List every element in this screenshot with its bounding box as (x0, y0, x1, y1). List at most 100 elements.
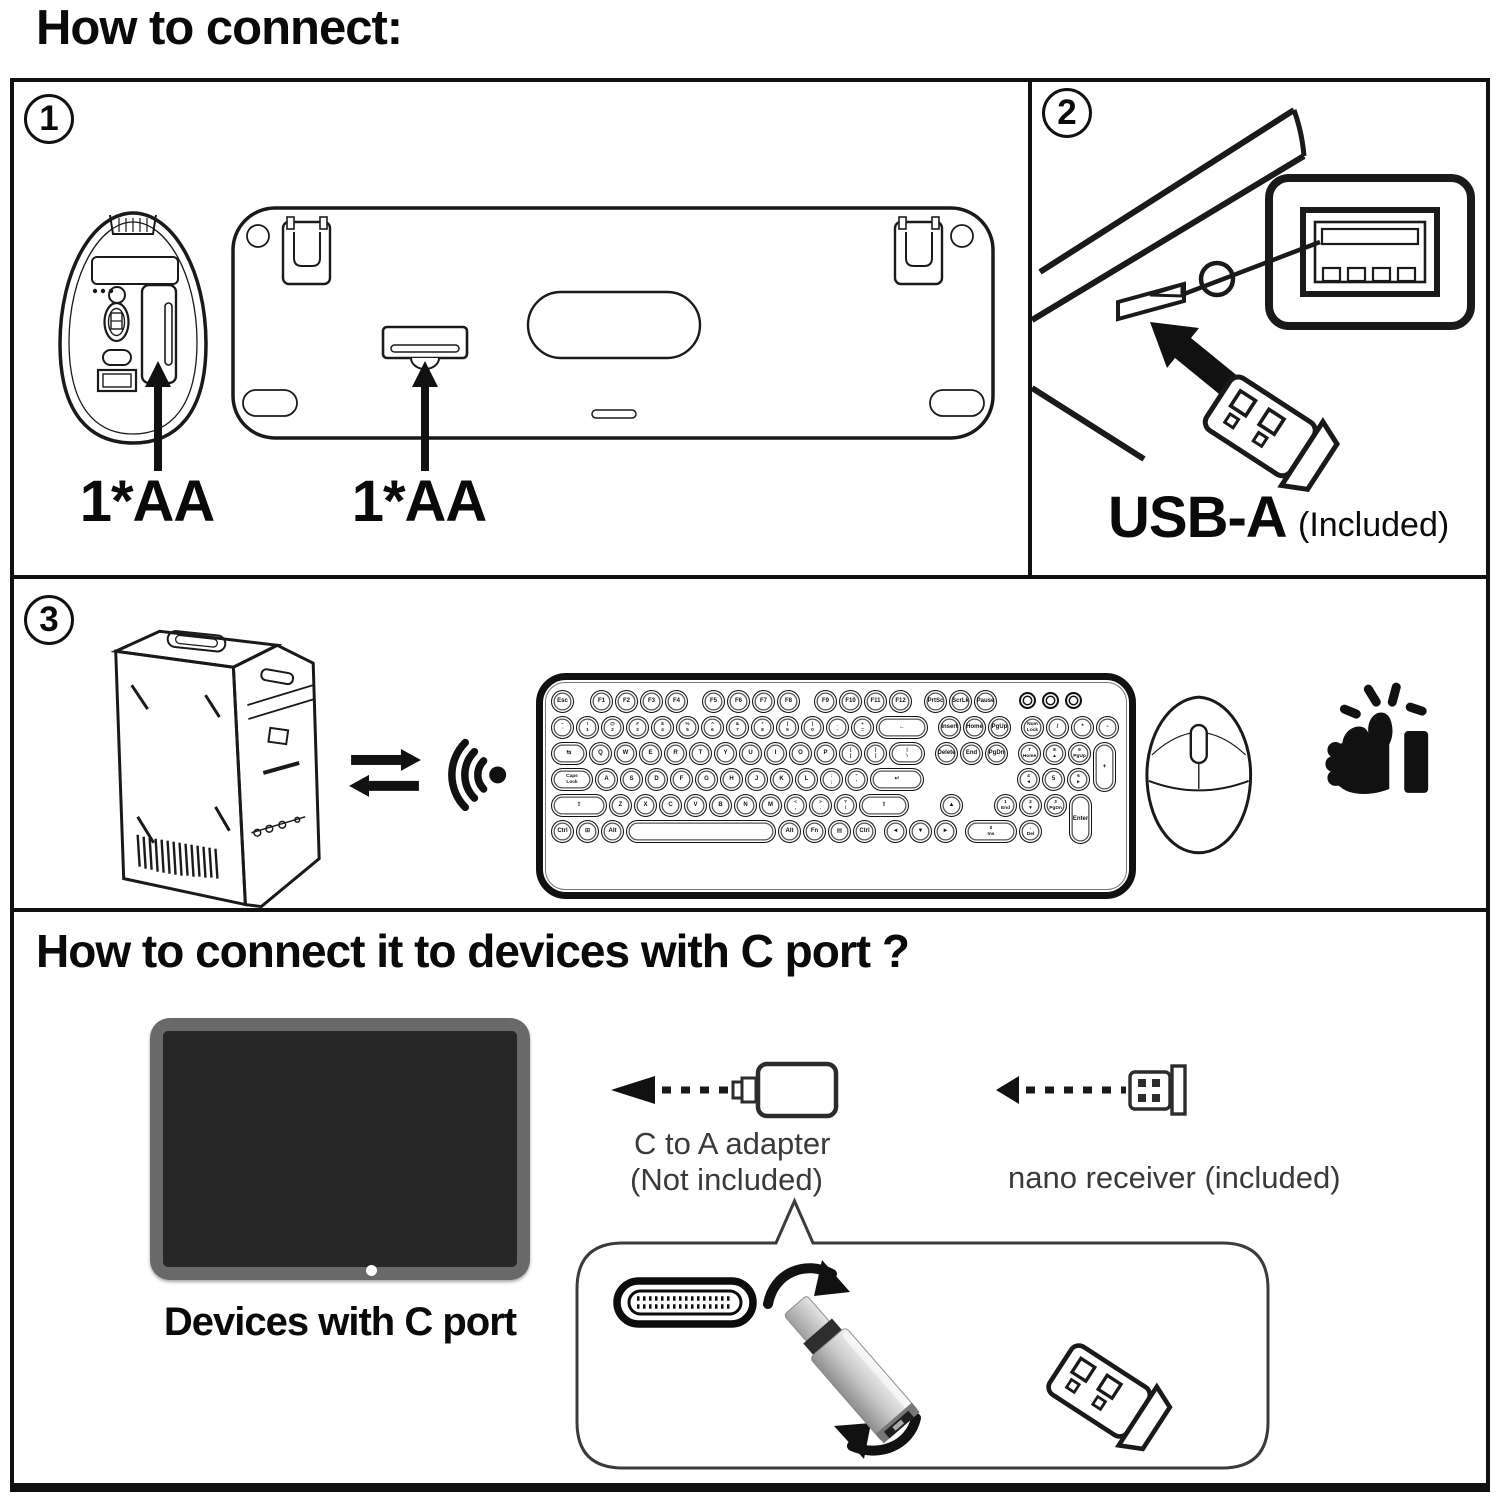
key-delete: Delete (935, 742, 958, 765)
tablet-home-button (366, 1265, 377, 1276)
key-ctrl: Ctrl (853, 820, 876, 843)
c-to-a-adapter-photo (784, 1296, 920, 1444)
key-k: K (770, 768, 793, 791)
key-b: B (709, 794, 732, 817)
indicator-led (1019, 692, 1036, 709)
device-c-port-label: Devices with C port (163, 1300, 517, 1344)
key-p: P (814, 742, 837, 765)
key-f8: F8 (777, 690, 800, 713)
indicator-led (1065, 692, 1082, 709)
panel-step2-receiver: 2 USB-A (Included) (1032, 82, 1486, 575)
key-sym: ⊞ (576, 820, 599, 843)
key-blank (626, 820, 776, 843)
key-sym: / (1046, 716, 1069, 739)
usb-c-section-title: How to connect it to devices with C port… (36, 925, 910, 977)
adapter-arrow-icon (611, 1076, 730, 1104)
key-j: J (745, 768, 768, 791)
key-2: @2 (601, 716, 624, 739)
key-m: M (759, 794, 782, 817)
key-scrlk: ScrLk (949, 690, 972, 713)
key-o: O (789, 742, 812, 765)
key-6: 6► (1067, 768, 1090, 791)
key-sym: ▤ (828, 820, 851, 843)
key-f10: F10 (839, 690, 862, 713)
key-sym: ▼ (909, 820, 932, 843)
keyboard-battery-arrow-icon (412, 361, 438, 471)
key-6: ^6 (701, 716, 724, 739)
key-3: #3 (626, 716, 649, 739)
keyboard-battery-label: 1*AA (351, 469, 488, 534)
pc-tower-icon (110, 629, 321, 908)
key-home: Home (963, 716, 986, 739)
key-f7: F7 (752, 690, 775, 713)
adapter-caption-line1: C to A adapter (634, 1126, 831, 1161)
key-f12: F12 (889, 690, 912, 713)
key-sym: ↵ (870, 768, 924, 791)
battery-install-illustration (58, 206, 995, 471)
key-f11: F11 (864, 690, 887, 713)
key-insert: Insert (938, 716, 961, 739)
key-w: W (614, 742, 637, 765)
usb-c-port-icon (613, 1277, 757, 1328)
key-h: H (720, 768, 743, 791)
key-v: V (684, 794, 707, 817)
key-pause: Pause (974, 690, 997, 713)
panels-frame: 1 1*AA 1*AA (10, 78, 1490, 1492)
usb-c-callout-container (575, 1197, 1270, 1470)
key-y: Y (714, 742, 737, 765)
nano-receiver-small-icon (1128, 1064, 1187, 1116)
usb-a-port-icon (1265, 174, 1475, 330)
key-sym: _- (826, 716, 849, 739)
key-del: .Del (1019, 820, 1042, 843)
key-7: &7 (726, 716, 749, 739)
key-sym: ⇧ (859, 794, 909, 817)
key-1: !1 (576, 716, 599, 739)
key-f1: F1 (590, 690, 613, 713)
indicator-led (1042, 692, 1059, 709)
step-2-badge: 2 (1042, 88, 1092, 138)
key-end: End (960, 742, 983, 765)
panel-step1-batteries: 1 1*AA 1*AA (14, 82, 1032, 575)
rotate-arrow-bottom-icon (834, 1413, 921, 1459)
nano-receiver-container-icon (1046, 1343, 1173, 1452)
key-sym: ▲ (940, 794, 963, 817)
key-sym: += (851, 716, 874, 739)
key-2: 2▼ (1019, 794, 1042, 817)
page-title: How to connect: (36, 1, 403, 55)
key-sym: >. (809, 794, 832, 817)
mouse-top-icon (1145, 695, 1253, 855)
key-s: S (620, 768, 643, 791)
receiver-arrow-icon (996, 1076, 1126, 1104)
wireless-signal-icon (448, 738, 507, 812)
key-fn: Fn (803, 820, 826, 843)
key-esc: Esc (551, 690, 574, 713)
key-z: Z (609, 794, 632, 817)
key-sym: ~` (551, 716, 574, 739)
c-to-a-adapter-outline-icon (731, 1061, 839, 1119)
rotate-arrow-top-icon (763, 1260, 850, 1309)
key-f4: F4 (665, 690, 688, 713)
key-l: L (795, 768, 818, 791)
key-enter: Enter (1069, 794, 1092, 844)
key-c: C (659, 794, 682, 817)
key-f2: F2 (615, 690, 638, 713)
key-sym: "' (845, 768, 868, 791)
key-g: G (695, 768, 718, 791)
key-f5: F5 (702, 690, 725, 713)
key-sym: :; (820, 768, 843, 791)
pairing-illustration (110, 629, 1429, 908)
usb-a-label: USB-A (1108, 485, 1288, 550)
key-a: A (595, 768, 618, 791)
key-ctrl: Ctrl (551, 820, 574, 843)
